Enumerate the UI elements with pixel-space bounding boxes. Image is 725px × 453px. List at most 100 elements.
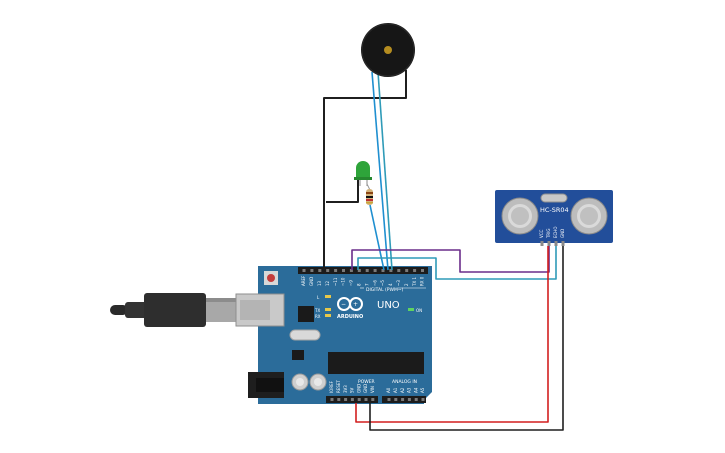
header-pin[interactable] bbox=[414, 398, 418, 401]
header-pin[interactable] bbox=[344, 398, 348, 401]
pin-label: 12 bbox=[325, 280, 330, 286]
analog-pins bbox=[387, 398, 425, 401]
header-pin[interactable] bbox=[401, 398, 405, 401]
green-led[interactable] bbox=[354, 161, 372, 186]
pin-label: IOREF bbox=[329, 380, 334, 393]
pin-label: TX 1 bbox=[412, 277, 417, 287]
rx-label: RX bbox=[315, 314, 321, 319]
header-pin[interactable] bbox=[371, 398, 375, 401]
sensor-pin-label: GND bbox=[560, 229, 565, 238]
tx-label: TX bbox=[314, 308, 320, 313]
usb-cable[interactable] bbox=[110, 293, 238, 327]
header-pin[interactable] bbox=[394, 398, 398, 401]
pin-label: A4 bbox=[413, 387, 418, 393]
header-pin[interactable] bbox=[342, 269, 345, 272]
header-pin[interactable] bbox=[421, 269, 424, 272]
wire-buzzer-gnd[interactable] bbox=[323, 70, 407, 270]
sensor-pins bbox=[540, 241, 565, 246]
usb-plug-body bbox=[144, 293, 206, 327]
usb-strain-relief bbox=[125, 302, 147, 318]
pin-label: 8 bbox=[357, 283, 362, 286]
wire-buzzer-signal-2[interactable] bbox=[377, 71, 393, 271]
power-header-label: POWER bbox=[358, 379, 375, 385]
header-pin[interactable] bbox=[310, 269, 314, 272]
pin-label: ~9 bbox=[349, 280, 354, 286]
pin-label: 3V3 bbox=[343, 385, 348, 393]
piezo-buzzer[interactable] bbox=[361, 23, 415, 77]
buzzer-center bbox=[384, 46, 392, 54]
sensor-pin[interactable] bbox=[547, 241, 551, 246]
header-pin[interactable] bbox=[357, 269, 361, 272]
board-name-label: UNO bbox=[377, 300, 400, 311]
pin-label: GND bbox=[309, 277, 314, 286]
l-led bbox=[325, 295, 331, 298]
header-pin[interactable] bbox=[365, 269, 369, 272]
l-label: L bbox=[317, 295, 320, 300]
sensor-model-label: HC-SR04 bbox=[540, 206, 569, 214]
header-pin[interactable] bbox=[350, 398, 354, 401]
header-pin[interactable] bbox=[330, 398, 334, 401]
pin-label: 7 bbox=[364, 283, 369, 286]
usb-chip bbox=[298, 306, 314, 322]
pin-label: VIN bbox=[370, 386, 375, 393]
pin-label: ~3 bbox=[396, 280, 401, 286]
header-pin[interactable] bbox=[337, 398, 341, 401]
wire-echo[interactable] bbox=[357, 246, 557, 280]
atmega-chip bbox=[328, 352, 424, 374]
header-pin[interactable] bbox=[334, 269, 338, 272]
wire-vcc[interactable] bbox=[355, 246, 549, 423]
header-pin[interactable] bbox=[318, 269, 322, 272]
pin-label: ~10 bbox=[341, 277, 346, 286]
reset-button-cap[interactable] bbox=[267, 274, 275, 282]
sensor-pin[interactable] bbox=[561, 241, 565, 246]
svg-text:−: − bbox=[341, 301, 346, 308]
resistor[interactable] bbox=[366, 183, 373, 205]
pin-label: RESET bbox=[336, 380, 341, 393]
header-pin[interactable] bbox=[389, 269, 393, 272]
header-pin[interactable] bbox=[302, 269, 306, 272]
crystal-oscillator bbox=[289, 329, 321, 341]
header-pin[interactable] bbox=[357, 398, 361, 401]
pin-label: 2 bbox=[404, 283, 409, 286]
header-pin[interactable] bbox=[326, 269, 330, 272]
header-pin[interactable] bbox=[373, 269, 377, 272]
wire-trig[interactable] bbox=[351, 246, 550, 273]
wire-sensor-gnd[interactable] bbox=[369, 246, 564, 431]
pin-label: ~6 bbox=[372, 280, 377, 286]
pin-label: A0 bbox=[386, 387, 391, 393]
wire-led-gnd[interactable] bbox=[326, 178, 359, 203]
sensor-pin[interactable] bbox=[554, 241, 558, 246]
pin-label: GND bbox=[356, 384, 361, 393]
wire-buzzer-signal[interactable] bbox=[371, 71, 389, 271]
header-pin[interactable] bbox=[387, 398, 391, 401]
pin-label: ~5 bbox=[380, 280, 385, 286]
header-pin[interactable] bbox=[349, 269, 353, 272]
pin-label: A1 bbox=[393, 387, 398, 393]
header-pin[interactable] bbox=[364, 398, 368, 401]
header-pin[interactable] bbox=[397, 269, 401, 272]
on-label: ON bbox=[416, 308, 422, 313]
pin-label: RX 0 bbox=[420, 276, 425, 286]
header-pin[interactable] bbox=[405, 269, 409, 272]
pin-label: AREF bbox=[301, 275, 306, 286]
header-pin[interactable] bbox=[407, 398, 411, 401]
arduino-logo: − + bbox=[337, 297, 363, 311]
rx-led bbox=[325, 314, 331, 317]
digital-header-label: DIGITAL (PWM~) bbox=[366, 287, 404, 293]
pin-label: GND bbox=[363, 384, 368, 393]
digital-pins bbox=[302, 269, 424, 272]
header-pin[interactable] bbox=[413, 269, 417, 272]
header-pin[interactable] bbox=[381, 269, 385, 272]
svg-text:+: + bbox=[353, 301, 358, 308]
sensor-crystal bbox=[540, 193, 568, 203]
header-pin[interactable] bbox=[421, 398, 425, 401]
wire-led-signal[interactable] bbox=[369, 204, 385, 271]
sensor-pin-label: TRIG bbox=[546, 228, 551, 239]
pin-label: 4 bbox=[388, 283, 393, 286]
sensor-pin[interactable] bbox=[540, 241, 544, 246]
